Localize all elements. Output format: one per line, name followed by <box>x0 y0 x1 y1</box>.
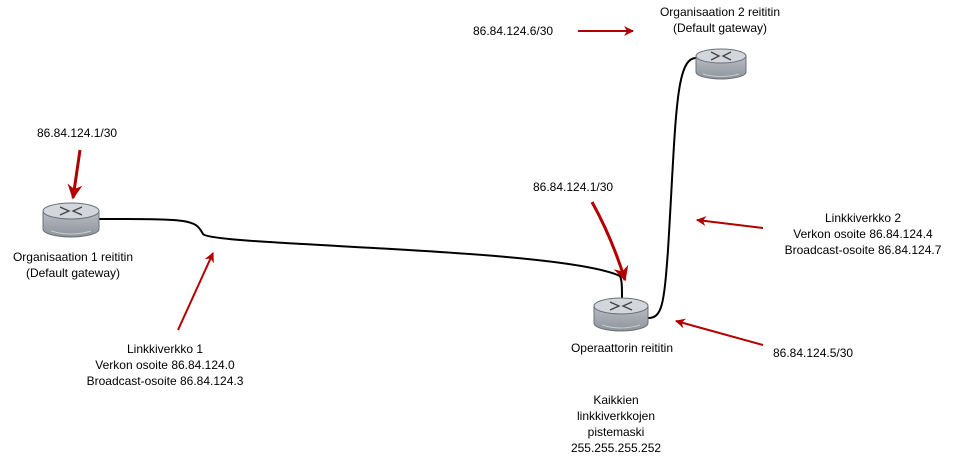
link2-label: Linkkiverkko 2 Verkon osoite 86.84.124.4… <box>767 210 959 258</box>
router-org1-icon <box>42 202 100 238</box>
org2-ip-label: 86.84.124.6/30 <box>473 24 554 38</box>
operator-ip-label: 86.84.124.1/30 <box>533 180 614 194</box>
link2-broadcast: Broadcast-osoite 86.84.124.7 <box>784 243 942 257</box>
router-org1-label: Organisaation 1 reititin (Default gatewa… <box>0 249 146 281</box>
router-org2-role: (Default gateway) <box>672 21 768 35</box>
mask-note: Kaikkien linkkiverkkojen pistemaski 255.… <box>552 392 680 456</box>
link-org1-operator <box>97 218 623 299</box>
mask-note-line3: pistemaski <box>587 425 645 439</box>
router-operator-icon <box>593 297 649 332</box>
arrow-operator-ip <box>590 201 629 282</box>
link2-network: Verkon osoite 86.84.124.4 <box>793 227 933 241</box>
link1-network: Verkon osoite 86.84.124.0 <box>95 358 235 372</box>
mask-note-line2: linkkiverkkojen <box>576 409 656 423</box>
router-org2-label: Organisaation 2 reititin (Default gatewa… <box>642 4 798 36</box>
arrow-org1-ip <box>67 149 83 200</box>
operator-ip-link2-label: 86.84.124.5/30 <box>773 346 854 360</box>
router-operator-label: Operaattorin reititin <box>570 341 674 355</box>
router-org2-name: Organisaation 2 reititin <box>659 5 781 19</box>
router-org1-role: (Default gateway) <box>25 266 121 280</box>
link-operator-org2 <box>647 57 697 319</box>
link1-broadcast: Broadcast-osoite 86.84.124.3 <box>86 374 244 388</box>
arrow-operator-ip-link2 <box>675 318 764 346</box>
link1-title: Linkkiverkko 1 <box>126 342 204 356</box>
router-org2-icon <box>695 48 747 80</box>
router-org1-name: Organisaation 1 reititin <box>12 250 134 264</box>
link1-label: Linkkiverkko 1 Verkon osoite 86.84.124.0… <box>69 341 261 389</box>
mask-note-line4: 255.255.255.252 <box>570 441 662 455</box>
link2-title: Linkkiverkko 2 <box>824 211 902 225</box>
mask-note-line1: Kaikkien <box>593 393 639 407</box>
arrow-link1 <box>177 252 214 331</box>
org1-ip-label: 86.84.124.1/30 <box>37 126 118 140</box>
arrow-link2 <box>696 216 764 229</box>
